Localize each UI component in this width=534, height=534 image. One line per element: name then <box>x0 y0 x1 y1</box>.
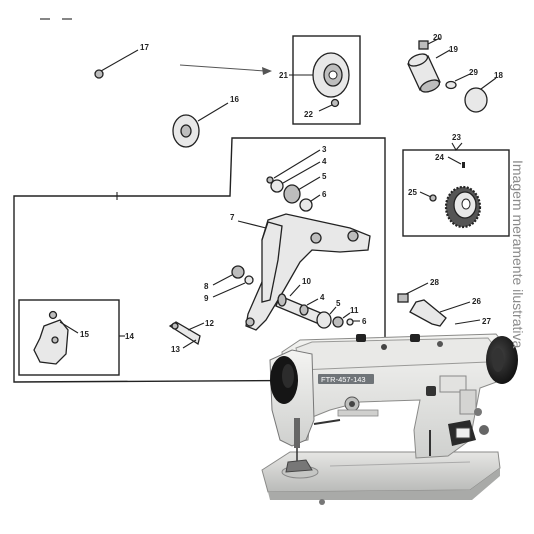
part-22-screw <box>318 98 340 112</box>
watermark-container: Imagem meramente ilustrativa <box>508 160 528 380</box>
callout-4a: 4 <box>322 157 327 166</box>
box-part-14 <box>18 299 120 376</box>
part-7-lever <box>237 213 371 331</box>
callout-22: 22 <box>304 110 313 119</box>
part-18-cap <box>464 77 497 113</box>
part-20-screw <box>418 37 441 50</box>
callout-24: 24 <box>435 153 444 162</box>
callout-14: 14 <box>125 332 134 341</box>
part-25-screw <box>419 191 437 202</box>
model-plate: FTR-457-143 <box>321 375 366 384</box>
part-28-block <box>397 282 429 303</box>
part-27 <box>454 319 481 325</box>
part-29-washer <box>445 73 471 90</box>
box-part-21 <box>292 35 361 125</box>
callout-19: 19 <box>449 45 458 54</box>
callout-3: 3 <box>322 145 327 154</box>
box-part-23 <box>402 149 510 237</box>
callout-8: 8 <box>204 282 209 291</box>
part-23-gear <box>444 185 482 229</box>
callout-6b: 6 <box>362 317 367 326</box>
part-12-13-link <box>168 321 205 349</box>
callout-23: 23 <box>452 133 461 142</box>
callout-27: 27 <box>482 317 491 326</box>
callout-25: 25 <box>408 188 417 197</box>
callout-10: 10 <box>302 277 311 286</box>
callout-29: 29 <box>469 68 478 77</box>
callout-13: 13 <box>171 345 180 354</box>
callout-16: 16 <box>230 95 239 104</box>
pointer-arrow <box>179 64 266 72</box>
callout-28: 28 <box>430 278 439 287</box>
part-21-pulley <box>312 52 350 98</box>
main-group-outline <box>13 137 386 383</box>
part-16-disc <box>172 102 229 148</box>
watermark-text: Imagem meramente ilustrativa <box>510 160 526 349</box>
callout-26: 26 <box>472 297 481 306</box>
callout-5b: 5 <box>336 299 341 308</box>
part-19-cylinder <box>407 49 451 93</box>
callout-20: 20 <box>433 33 442 42</box>
part-9-washer <box>212 275 254 298</box>
callout-15: 15 <box>80 330 89 339</box>
callout-5a: 5 <box>322 172 327 181</box>
callout-18: 18 <box>494 71 503 80</box>
parts-4-5-11-6-stack <box>299 298 360 329</box>
parts-3-6-stack <box>266 149 321 212</box>
callout-7: 7 <box>230 213 235 222</box>
callout-12: 12 <box>205 319 214 328</box>
part-24-pin <box>447 156 465 168</box>
callout-9: 9 <box>204 294 209 303</box>
part-26-lever <box>409 299 471 327</box>
callout-17: 17 <box>140 43 149 52</box>
part-17-screw <box>94 49 139 79</box>
callout-6a: 6 <box>322 190 327 199</box>
callout-11: 11 <box>350 306 359 315</box>
callout-4b: 4 <box>320 293 325 302</box>
callout-21: 21 <box>279 71 288 80</box>
part-15-bracket <box>33 310 79 365</box>
part-8-nut <box>212 265 245 286</box>
sewing-machine-photo: FTR-457-143 <box>261 333 518 505</box>
